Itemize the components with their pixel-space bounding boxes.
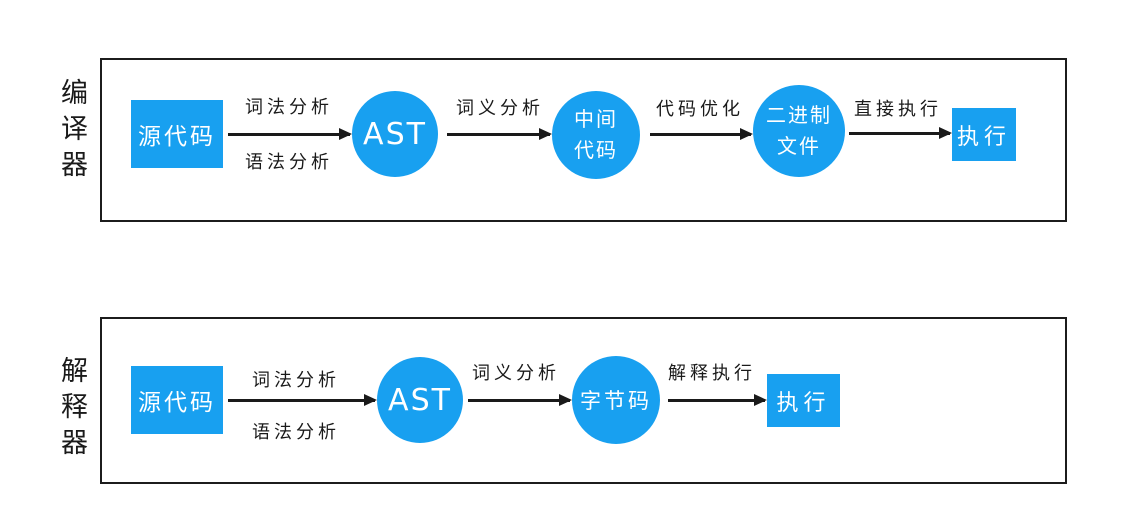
node-ast: AST [377, 357, 463, 443]
node-intermediate-code-line2: 代码 [574, 138, 618, 162]
arrowhead-icon [939, 127, 952, 140]
compiler-row-label: 编译器 [56, 78, 87, 186]
arrowhead-icon [740, 128, 753, 141]
edge-label-lexical-analysis: 词法分析 [245, 97, 333, 118]
arrowhead-icon [559, 394, 572, 407]
edge-label-direct-execution: 直接执行 [854, 99, 942, 120]
arrow-source-to-ast [228, 394, 377, 407]
edge-label-semantic-analysis: 词义分析 [456, 98, 544, 119]
edge-label-semantic-analysis: 词义分析 [472, 363, 560, 384]
node-execute: 执行 [952, 108, 1016, 161]
node-source-code: 源代码 [131, 100, 223, 168]
interpreter-row-label: 解释器 [56, 356, 87, 464]
arrowhead-icon [754, 394, 767, 407]
arrow-ast-to-bytecode [468, 394, 572, 407]
node-bytecode: 字节码 [572, 356, 660, 444]
node-intermediate-code-line1: 中间 [574, 107, 618, 131]
node-execute: 执行 [767, 374, 840, 427]
node-binary-file: 二进制 文件 [753, 85, 845, 177]
arrow-source-to-ast [228, 128, 352, 141]
edge-label-interpreted-execution: 解释执行 [668, 363, 756, 384]
node-intermediate-code: 中间 代码 [552, 91, 640, 179]
node-source-code: 源代码 [131, 366, 223, 434]
edge-label-syntax-analysis: 语法分析 [245, 152, 333, 173]
edge-label-syntax-analysis: 语法分析 [252, 422, 340, 443]
edge-label-code-optimization: 代码优化 [656, 99, 744, 120]
node-ast: AST [352, 91, 438, 177]
arrowhead-icon [364, 394, 377, 407]
edge-label-lexical-analysis: 词法分析 [252, 370, 340, 391]
arrowhead-icon [339, 128, 352, 141]
arrow-bytecode-to-execute [668, 394, 767, 407]
arrow-ast-to-intermediate [447, 128, 552, 141]
arrow-intermediate-to-binary [650, 128, 753, 141]
arrow-binary-to-execute [849, 127, 952, 140]
arrowhead-icon [539, 128, 552, 141]
node-binary-file-line2: 文件 [777, 134, 821, 158]
node-binary-file-line1: 二进制 [766, 103, 832, 127]
